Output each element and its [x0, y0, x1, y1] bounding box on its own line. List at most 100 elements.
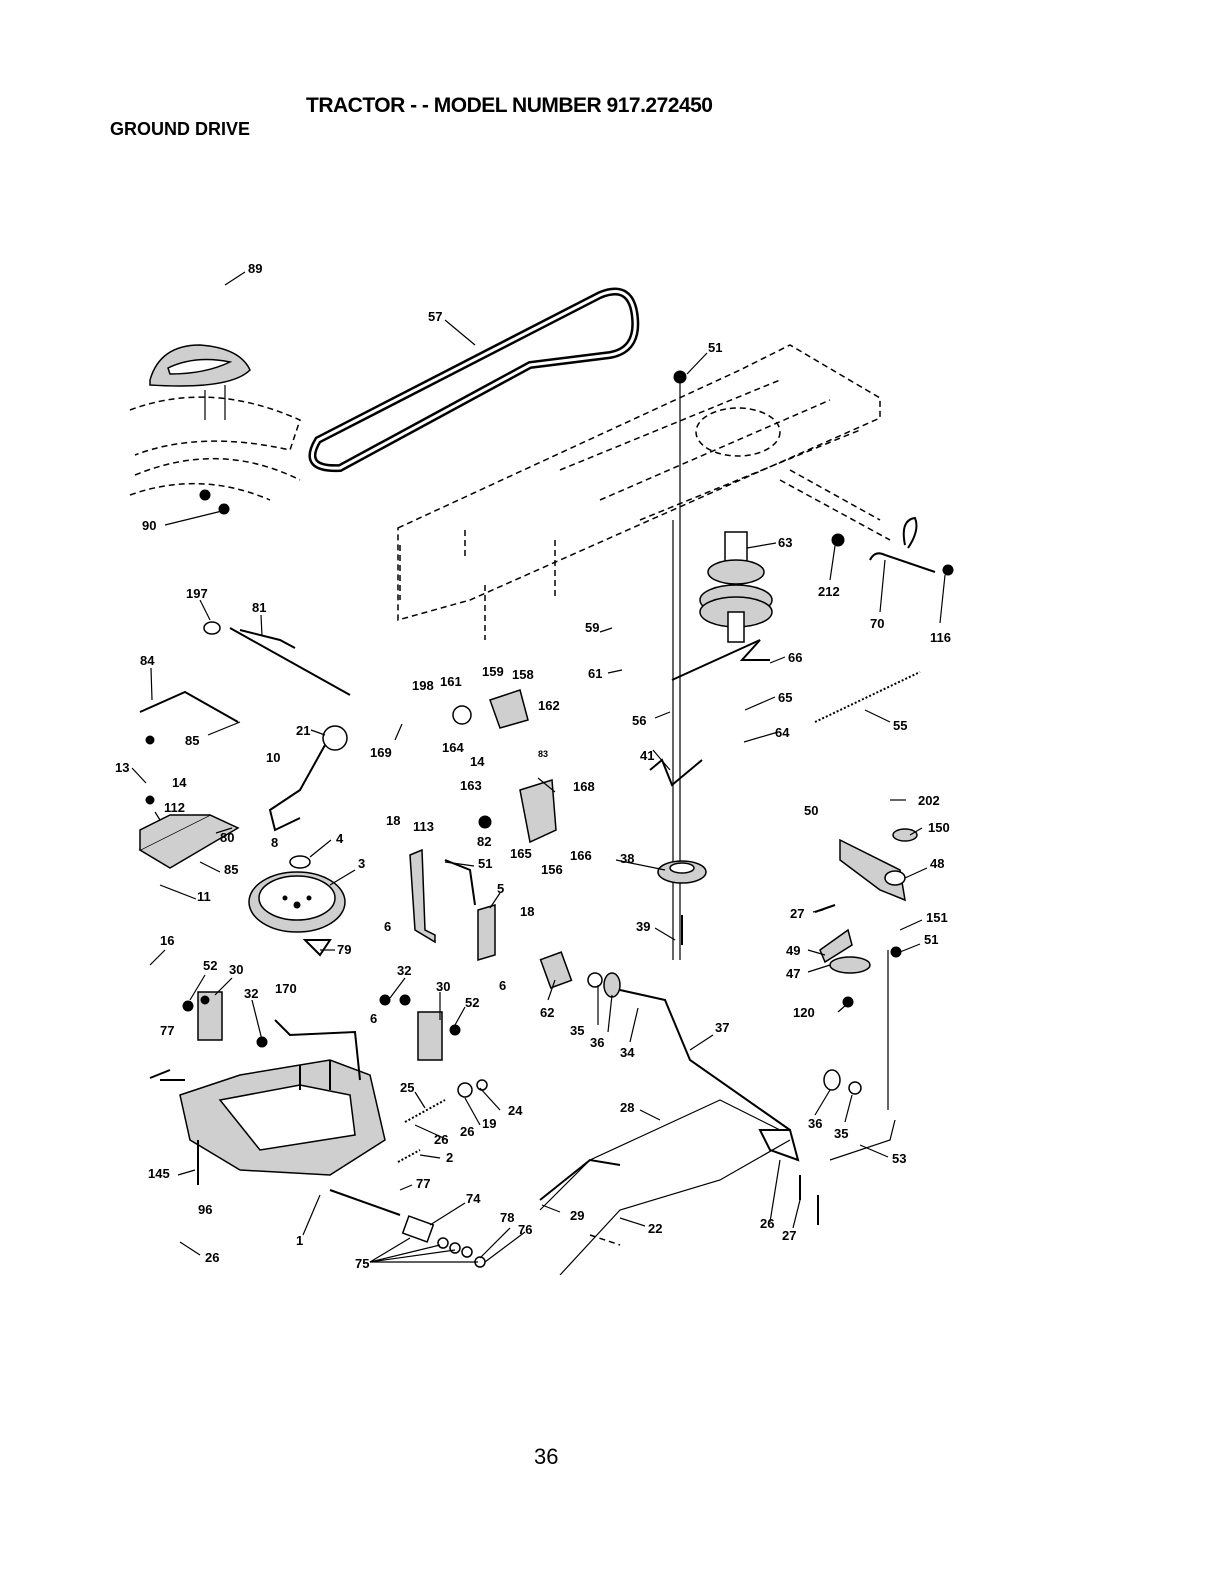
shift-lever — [268, 725, 348, 832]
part-label: 2 — [446, 1150, 453, 1165]
part-label: 18 — [520, 904, 534, 919]
part-label: 116 — [930, 630, 951, 645]
tractor-frame — [397, 344, 891, 640]
part-label: 51 — [924, 932, 938, 947]
part-label: 5 — [497, 881, 504, 896]
part-label: 96 — [198, 1202, 212, 1217]
part-label: 156 — [541, 862, 563, 877]
part-labels: 57 89 51 90 63 212 70 116 197 81 59 84 6… — [115, 261, 951, 1271]
part-label: 145 — [148, 1166, 170, 1181]
part-label: 22 — [648, 1221, 662, 1236]
rear-bracket — [758, 1069, 896, 1225]
part-label: 19 — [482, 1116, 496, 1131]
part-label: 75 — [355, 1256, 369, 1271]
part-label: 26 — [460, 1124, 474, 1139]
part-label: 16 — [160, 933, 174, 948]
part-label: 35 — [570, 1023, 584, 1038]
part-label: 28 — [620, 1100, 634, 1115]
part-label: 65 — [778, 690, 792, 705]
part-label: 59 — [585, 620, 599, 635]
part-label: 84 — [140, 653, 155, 668]
part-label: 26 — [760, 1216, 774, 1231]
part-label: 6 — [499, 978, 506, 993]
part-label: 80 — [220, 830, 234, 845]
part-label: 165 — [510, 846, 532, 861]
part-label: 8 — [271, 835, 278, 850]
nuts-90 — [199, 489, 230, 515]
part-label: 151 — [926, 910, 948, 925]
transaxle-pulley — [248, 855, 346, 957]
part-label: 11 — [197, 889, 211, 904]
part-label: 161 — [440, 674, 462, 689]
part-label: 29 — [570, 1208, 584, 1223]
part-label: 13 — [115, 760, 129, 775]
part-label: 21 — [296, 723, 310, 738]
dash-panel-outline — [129, 396, 301, 501]
part-label: 4 — [336, 831, 344, 846]
part-label: 82 — [477, 834, 491, 849]
link-rod-84 — [139, 690, 239, 723]
part-label: 34 — [620, 1045, 635, 1060]
part-label: 63 — [778, 535, 792, 550]
shift-shaft — [203, 621, 351, 696]
part-label: 38 — [620, 851, 634, 866]
part-label: 52 — [465, 995, 479, 1010]
part-label: 113 — [413, 819, 434, 834]
part-label: 169 — [370, 745, 392, 760]
part-label: 27 — [790, 906, 804, 921]
part-label: 14 — [470, 754, 485, 769]
part-label: 163 — [460, 778, 482, 793]
part-label: 30 — [436, 979, 450, 994]
part-label: 83 — [538, 749, 548, 759]
section-title: GROUND DRIVE — [110, 119, 251, 139]
part-label: 30 — [229, 962, 243, 977]
part-label: 120 — [793, 1005, 815, 1020]
idler-arm — [814, 828, 918, 1110]
page-number: 36 — [534, 1444, 559, 1469]
part-label: 89 — [248, 261, 262, 276]
part-label: 39 — [636, 919, 650, 934]
part-label: 78 — [500, 1210, 514, 1225]
part-label: 81 — [252, 600, 266, 615]
brake-rod — [831, 516, 954, 576]
part-label: 3 — [358, 856, 365, 871]
shift-cover — [149, 344, 251, 420]
part-label: 212 — [818, 584, 840, 599]
idler-pulley-stack — [672, 370, 773, 960]
part-label: 56 — [632, 713, 646, 728]
control-brackets — [409, 848, 496, 962]
part-label: 162 — [538, 698, 560, 713]
leader-lines — [131, 271, 946, 1263]
part-label: 36 — [590, 1035, 604, 1050]
part-label: 24 — [508, 1103, 523, 1118]
part-label: 159 — [482, 664, 504, 679]
center-pulley — [649, 639, 770, 945]
spacers-75 — [401, 1215, 486, 1268]
part-label: 51 — [478, 856, 492, 871]
part-label: 112 — [164, 800, 185, 815]
part-label: 61 — [588, 666, 602, 681]
ground-drive-belt — [308, 287, 640, 473]
part-label: 49 — [786, 943, 800, 958]
part-label: 64 — [775, 725, 790, 740]
part-label: 77 — [160, 1023, 174, 1038]
part-label: 198 — [412, 678, 434, 693]
part-label: 79 — [337, 942, 351, 957]
part-label: 6 — [384, 919, 391, 934]
part-label: 90 — [142, 518, 156, 533]
part-label: 10 — [266, 750, 280, 765]
part-label: 85 — [185, 733, 199, 748]
part-label: 197 — [186, 586, 208, 601]
part-label: 76 — [518, 1222, 532, 1237]
part-label: 150 — [928, 820, 950, 835]
part-label: 25 — [400, 1080, 414, 1095]
part-label: 55 — [893, 718, 907, 733]
part-label: 14 — [172, 775, 187, 790]
drive-rods — [539, 1099, 791, 1276]
part-label: 27 — [782, 1228, 796, 1243]
part-label: 52 — [203, 958, 217, 973]
part-label: 50 — [804, 803, 818, 818]
part-label: 6 — [370, 1011, 377, 1026]
part-label: 168 — [573, 779, 595, 794]
